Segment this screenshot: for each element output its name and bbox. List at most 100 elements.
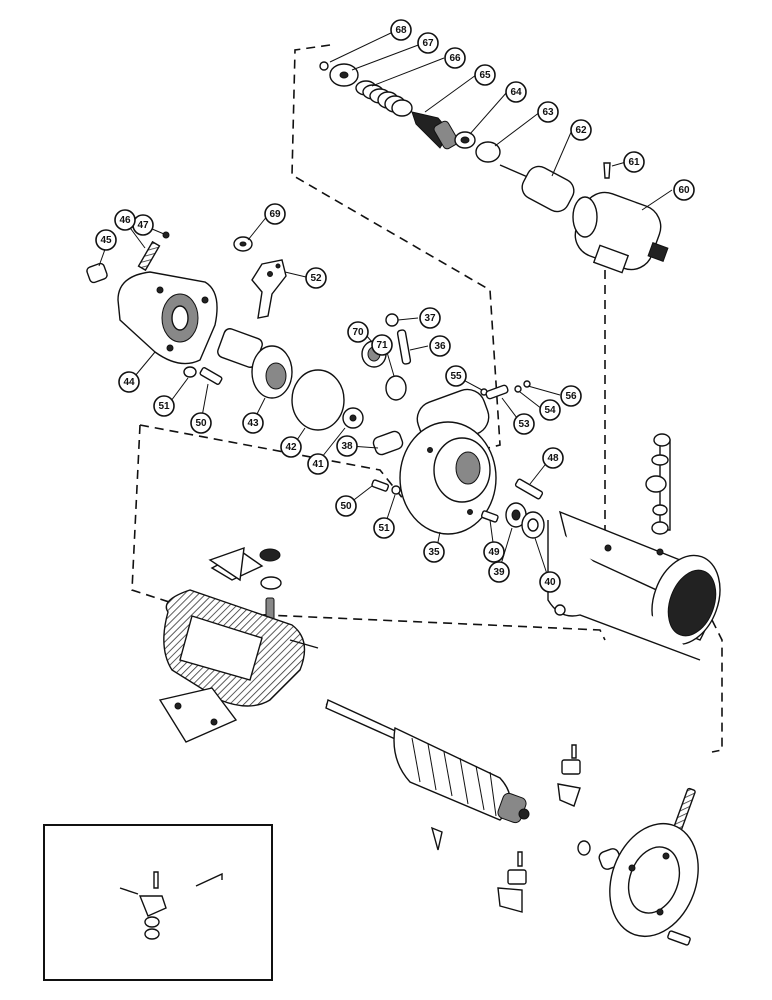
callout-circle (570, 119, 592, 141)
callout-circle (371, 334, 393, 356)
plunger-contact-65-part (411, 111, 459, 150)
callout-number: 61 (628, 157, 640, 168)
callout-circle (307, 453, 329, 475)
pin-47-part (162, 231, 170, 239)
washer-51-part (183, 366, 197, 378)
callout-circle (264, 203, 286, 225)
callout-46: 46 (114, 209, 136, 231)
callout-63: 63 (537, 101, 559, 123)
field-coil-assembly-part (163, 548, 319, 707)
callout-62: 62 (570, 119, 592, 141)
plunger-62-part (499, 164, 575, 213)
callout-45: 45 (95, 229, 117, 251)
washer-40-hole (527, 518, 539, 532)
drive-housing-44-part (117, 271, 218, 365)
washer-64-hole (460, 136, 470, 144)
bearing-39-hole (511, 509, 521, 521)
callout-number: 42 (285, 442, 297, 453)
drive-housing-parts (86, 231, 545, 539)
solenoid-group-dashed-outline (291, 44, 501, 449)
end-frame-dashed-outline (711, 619, 723, 753)
callout-circle (347, 321, 369, 343)
callout-number: 36 (434, 341, 446, 352)
washer-51b-part (391, 485, 401, 495)
callout-number: 48 (547, 453, 559, 464)
callout-circle (542, 447, 564, 469)
callout-52: 52 (305, 267, 327, 289)
bolt-48-part (514, 478, 544, 500)
callout-67: 67 (417, 32, 439, 54)
callout-number: 49 (488, 547, 500, 558)
callout-circle (118, 371, 140, 393)
callout-number: 38 (341, 441, 353, 452)
callout-circle (537, 101, 559, 123)
screw-61-part (603, 162, 611, 179)
callout-circle (114, 209, 136, 231)
callout-number: 52 (310, 273, 322, 284)
retainer-clip-part (319, 61, 329, 71)
callout-68: 68 (390, 19, 412, 41)
callout-number: 40 (544, 577, 556, 588)
callout-40: 40 (539, 571, 561, 593)
callout-number: 50 (340, 501, 352, 512)
callout-61: 61 (623, 151, 645, 173)
callout-56: 56 (560, 385, 582, 407)
callout-43: 43 (242, 412, 264, 434)
callout-number: 45 (100, 235, 112, 246)
callout-circle (373, 517, 395, 539)
callout-number: 65 (479, 70, 491, 81)
brush-holder-upper-part (557, 744, 581, 807)
callout-number: 47 (137, 220, 149, 231)
callout-60: 60 (673, 179, 695, 201)
callout-55: 55 (445, 365, 467, 387)
nose-housing-35-part (399, 388, 497, 535)
callout-number: 71 (376, 340, 388, 351)
callout-number: 69 (269, 209, 281, 220)
callout-64: 64 (505, 81, 527, 103)
callout-circle (505, 81, 527, 103)
callout-circle (539, 399, 561, 421)
bushing-45-part (86, 262, 108, 284)
callout-53: 53 (513, 413, 535, 435)
callout-number: 60 (678, 185, 690, 196)
nut-69-part (233, 236, 253, 252)
frame-group-dashed-outline (131, 424, 606, 641)
bolt-50-part (199, 367, 223, 385)
callout-circle (445, 365, 467, 387)
callout-number: 55 (450, 371, 462, 382)
callout-circle (513, 413, 535, 435)
brush-holder-lower-part (497, 851, 527, 913)
terminal-nuts (645, 433, 671, 535)
seal-ring-63-part (475, 141, 501, 163)
callout-circle (280, 436, 302, 458)
callout-65: 65 (474, 64, 496, 86)
triangle-marker-icon (208, 546, 245, 582)
callout-number: 44 (123, 377, 135, 388)
pin-36-part (396, 329, 412, 365)
callout-number: 63 (542, 107, 554, 118)
callout-number: 39 (493, 567, 505, 578)
callout-circle (423, 541, 445, 563)
callout-number: 67 (422, 38, 434, 49)
inset-detail-box (43, 824, 273, 981)
ring-42-part (291, 369, 345, 431)
callout-circle (673, 179, 695, 201)
callout-circle (474, 64, 496, 86)
bolt-50b-part (371, 479, 390, 492)
callout-71: 71 (371, 334, 393, 356)
field-frame-part (547, 433, 721, 661)
callout-51a: 51 (153, 395, 175, 417)
callout-70: 70 (347, 321, 369, 343)
callout-circle (483, 541, 505, 563)
callout-54: 54 (539, 399, 561, 421)
callout-number: 54 (544, 405, 556, 416)
callout-circle (429, 335, 451, 357)
callout-number: 51 (158, 401, 170, 412)
pinion-drive-43-part (217, 328, 293, 399)
plug-37-part (385, 313, 399, 327)
solenoid-plunger-parts (319, 61, 669, 274)
commutator-end-plate-part (577, 787, 699, 946)
callout-circle (419, 307, 441, 329)
callout-number: 41 (312, 459, 324, 470)
